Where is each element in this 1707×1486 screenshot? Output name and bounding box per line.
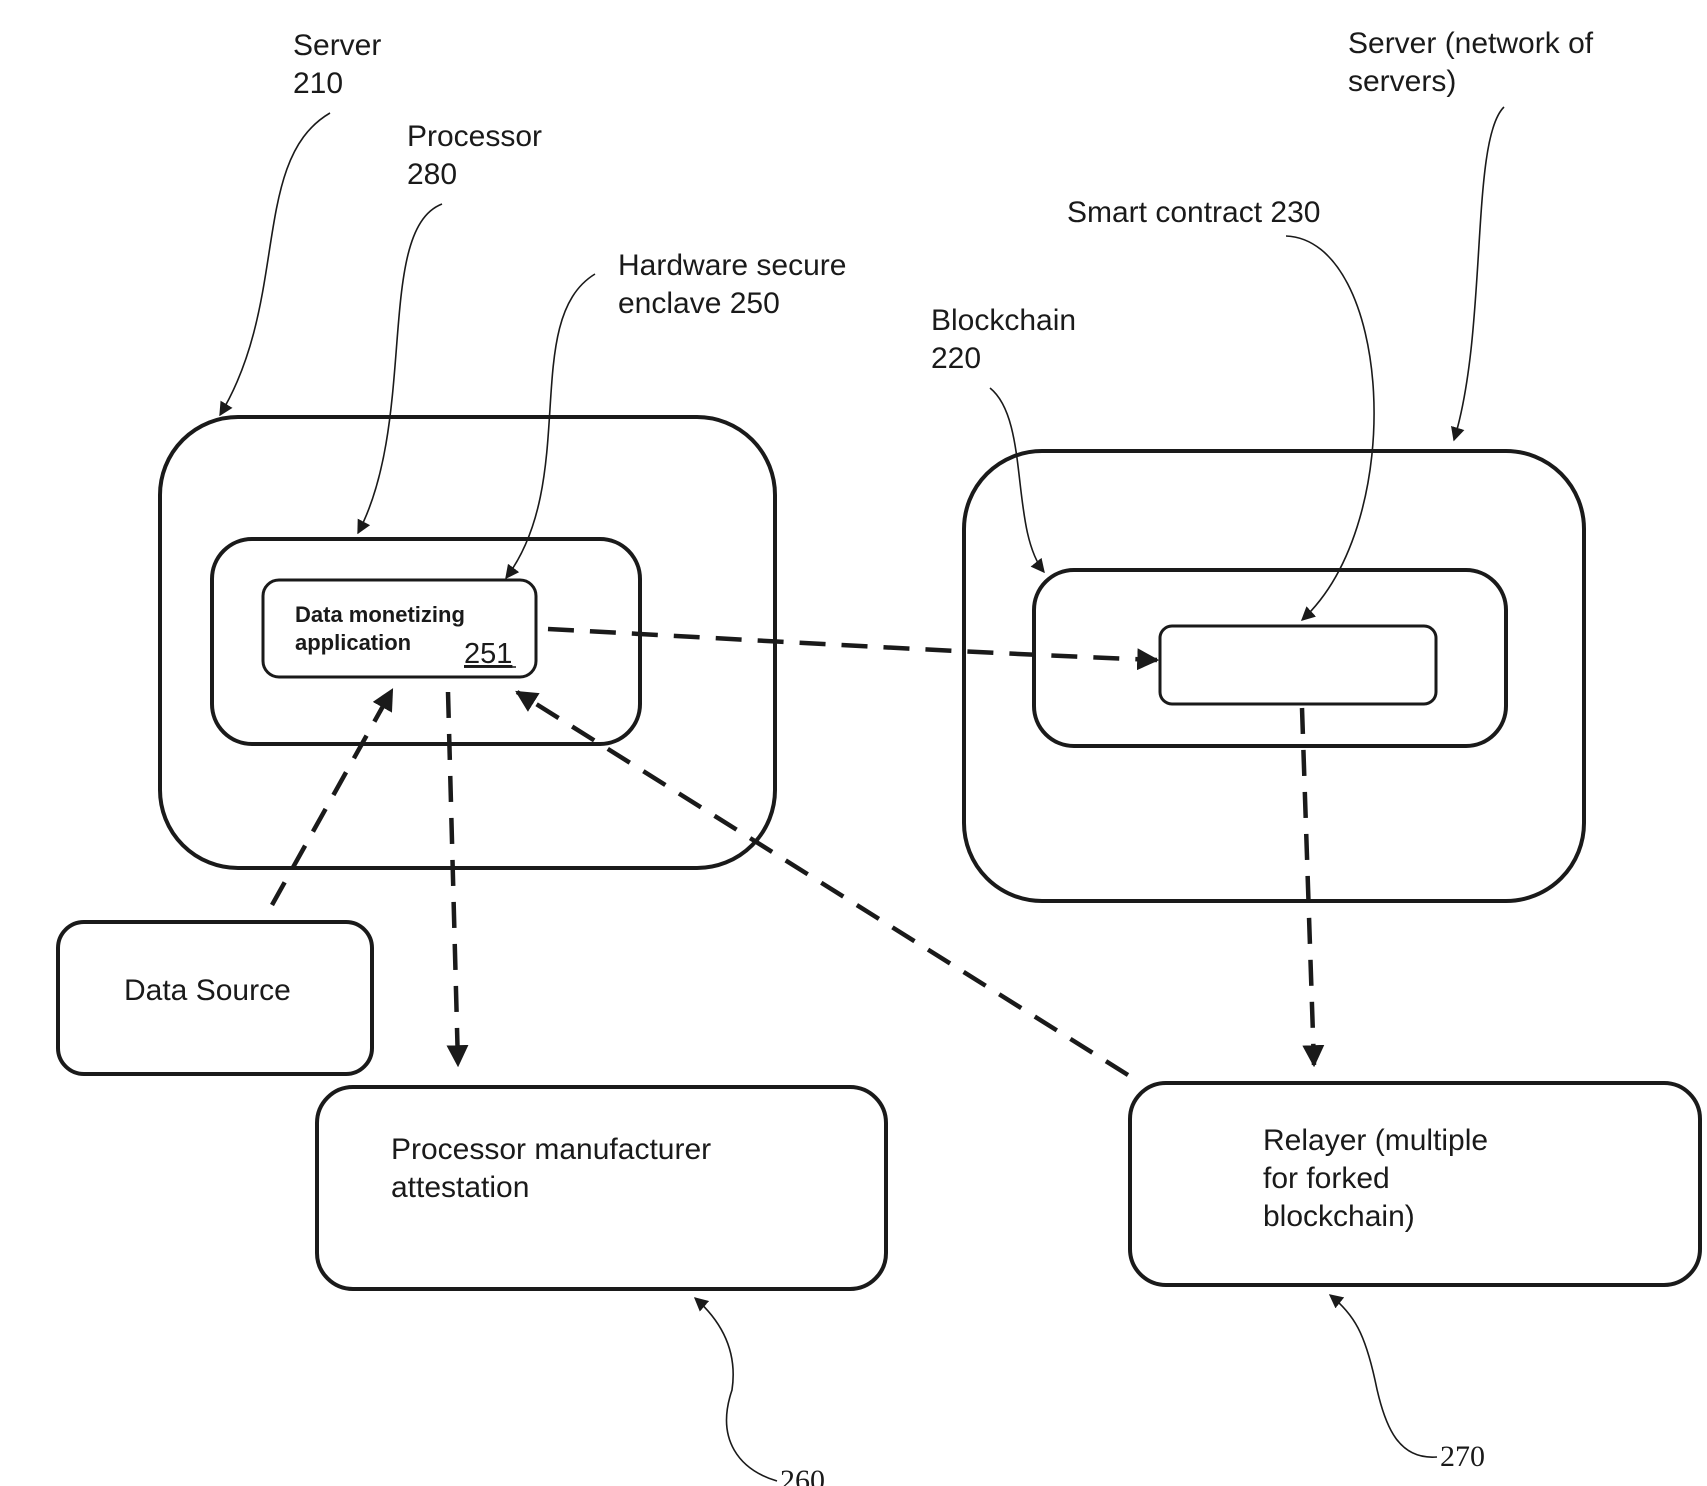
label-server-network-line2: servers): [1348, 65, 1456, 98]
label-data-source: Data Source: [124, 974, 291, 1007]
label-processor-280-line2: 280: [407, 158, 457, 191]
leader-blockchain-220: [990, 388, 1044, 572]
label-enclave-250: Hardware secure enclave 250: [618, 249, 855, 320]
label-blockchain-220: Blockchain 220: [931, 304, 1084, 375]
relayer-box: [1130, 1083, 1700, 1285]
label-server-210-line1: Server: [293, 29, 381, 62]
leader-enclave-250: [506, 274, 595, 578]
label-enclave-250-line2: enclave 250: [618, 287, 780, 320]
leader-server-210: [220, 113, 330, 415]
label-processor-280-line1: Processor: [407, 120, 542, 153]
label-manufacturer-attestation-line1: Processor manufacturer: [391, 1133, 711, 1166]
leader-ref-260: [695, 1298, 777, 1481]
dashed-arrow-app-to-attestation: [448, 692, 458, 1065]
label-smart-contract-230: Smart contract 230: [1067, 196, 1320, 229]
label-ref-270: 270: [1440, 1440, 1485, 1473]
label-server-210-line2: 210: [293, 67, 343, 100]
label-relayer-line2: for forked: [1263, 1162, 1390, 1195]
label-server-network-line1: Server (network of: [1348, 27, 1594, 60]
label-processor-280: Processor 280: [407, 120, 550, 191]
label-manufacturer-attestation-line2: attestation: [391, 1171, 529, 1204]
label-app-251-line1: Data monetizing: [295, 602, 465, 627]
label-enclave-250-line1: Hardware secure: [618, 249, 846, 282]
label-relayer-line1: Relayer (multiple: [1263, 1124, 1488, 1157]
label-app-251-ref: 251: [464, 638, 512, 670]
label-relayer: Relayer (multiple for forked blockchain): [1263, 1124, 1496, 1233]
leader-processor-280: [358, 204, 442, 533]
label-blockchain-220-line2: 220: [931, 342, 981, 375]
dashed-arrow-relayer-to-app: [517, 692, 1128, 1075]
smart-contract-230-box: [1160, 626, 1436, 704]
leader-server-network: [1454, 107, 1504, 440]
label-blockchain-220-line1: Blockchain: [931, 304, 1076, 337]
dashed-arrow-smart-contract-to-relayer: [1302, 708, 1314, 1065]
leader-smart-contract-230: [1286, 236, 1374, 620]
dashed-arrow-data-source-to-app: [272, 690, 392, 905]
label-server-network: Server (network of servers): [1348, 27, 1601, 98]
leader-ref-270: [1330, 1295, 1437, 1457]
label-relayer-line3: blockchain): [1263, 1200, 1415, 1233]
label-manufacturer-attestation: Processor manufacturer attestation: [391, 1133, 719, 1204]
label-ref-260: 260: [780, 1464, 825, 1486]
label-server-210: Server 210: [293, 29, 390, 100]
label-app-251-line2: application: [295, 630, 411, 655]
